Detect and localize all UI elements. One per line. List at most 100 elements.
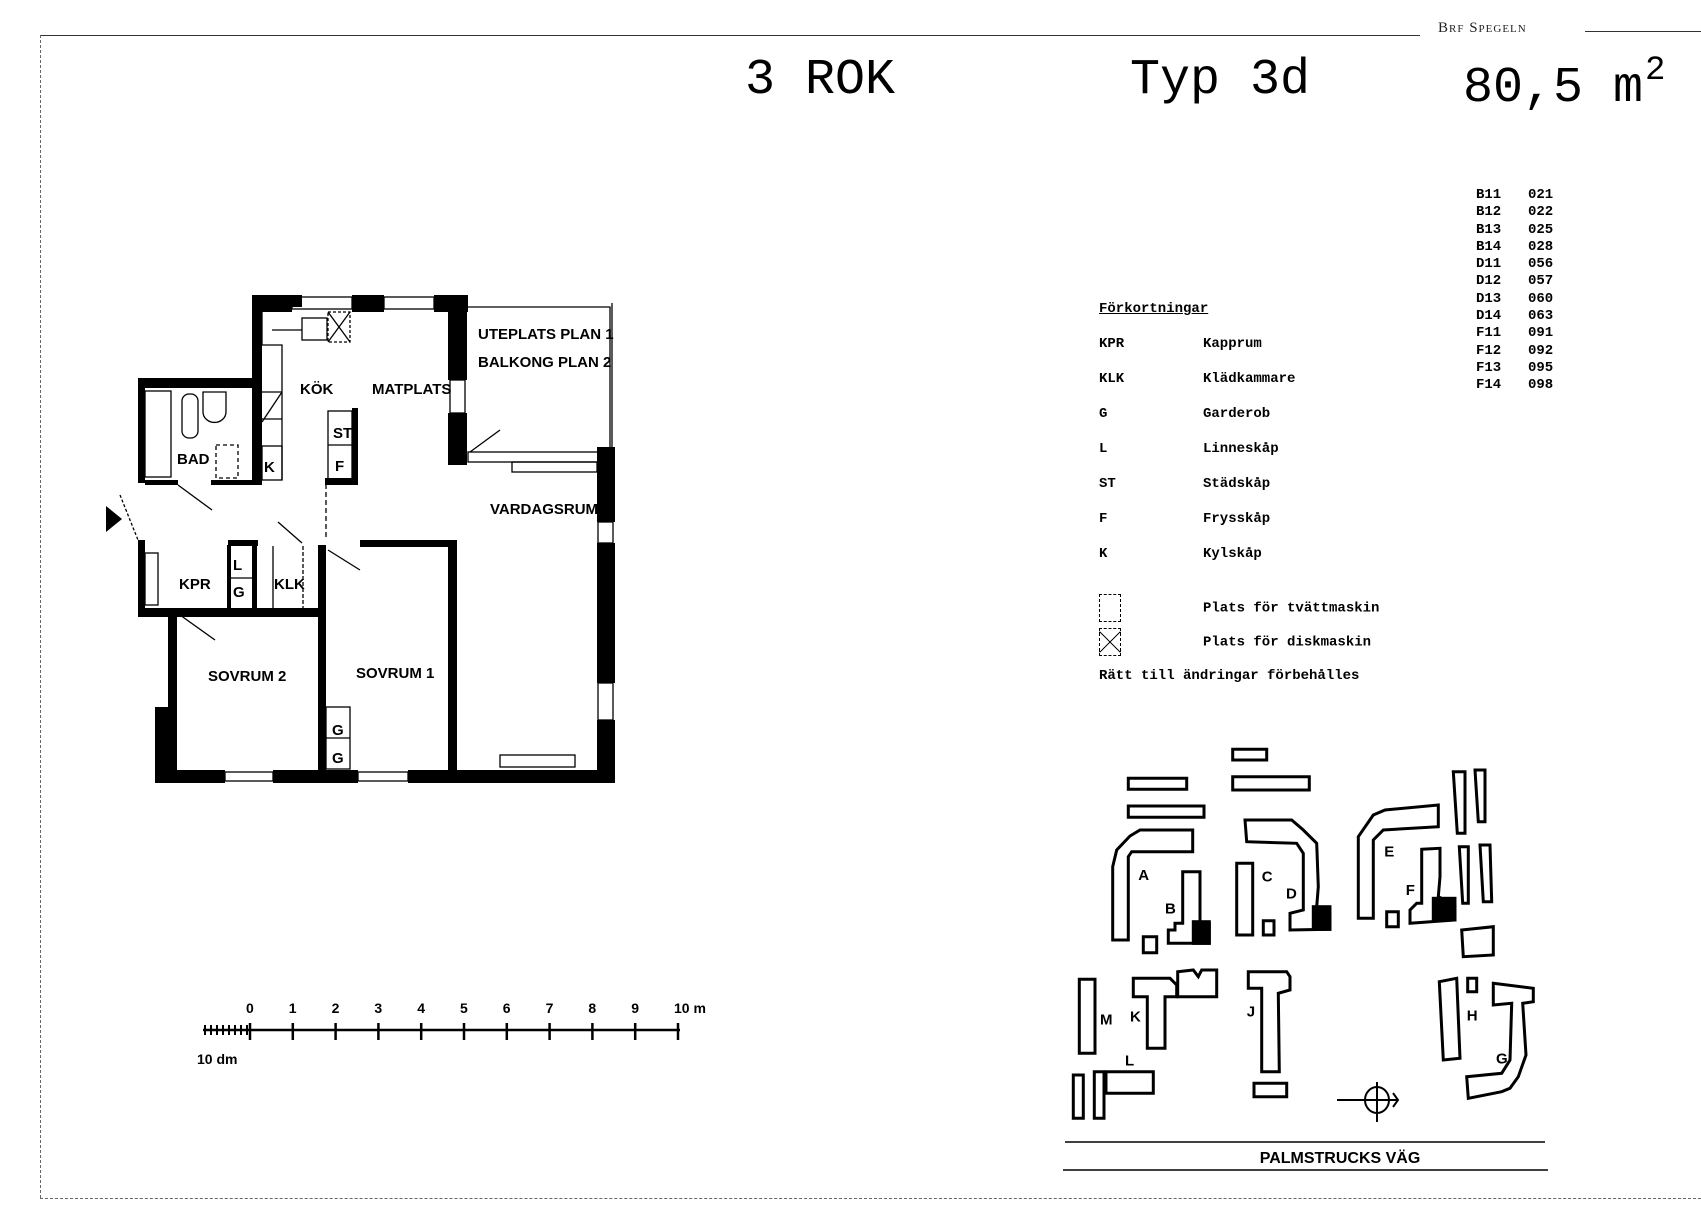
floor-plan-fixtures [119,296,614,782]
room-labels: KÖK MATPLATS UTEPLATS PLAN 1 BALKONG PLA… [177,326,614,767]
scale-tick-label: 10 m [674,1000,706,1016]
legend-abbr: F [1099,511,1108,527]
site-building [1111,828,1195,942]
unit-code-row: B13 025 [1476,222,1553,239]
site-building [1460,925,1495,959]
legend-abbr: KLK [1099,371,1125,387]
unit-code-row: F11 091 [1476,325,1553,342]
building-label-j: J [1247,1004,1255,1021]
unit-building: B11 [1476,187,1502,203]
legend-abbr: L [1099,441,1108,457]
legend-item: KLK Klädkammare [1099,371,1295,387]
floor-plan [138,295,615,783]
building-label-e: E [1384,844,1394,861]
unit-number: 021 [1528,187,1554,203]
unit-building: F13 [1476,359,1502,376]
unit-building: F11 [1476,325,1502,342]
site-building [1071,1073,1085,1120]
building-label-k: K [1130,1009,1141,1026]
unit-number: 028 [1528,238,1554,255]
road-name: PALMSTRUCKS VÄG [1260,1149,1421,1167]
site-building [1126,776,1189,791]
site-building [1252,1081,1289,1099]
label-g: G [332,750,344,767]
legend-meaning: Frysskåp [1203,511,1271,527]
apartment-type: Typ 3d [1130,52,1311,109]
site-building [1235,861,1255,937]
building-label-d: D [1286,885,1297,902]
label-uteplats: UTEPLATS PLAN 1 [478,326,614,343]
site-building [1104,1070,1155,1095]
label-st: ST [333,425,352,442]
frame-top-line-right [1585,31,1701,32]
building-label-h: H [1467,1008,1478,1025]
site-building [1246,970,1292,1074]
highlighted-unit [1311,905,1332,931]
apartment-area: 80,5 m2 [1463,52,1665,117]
site-map [1071,747,1535,1120]
site-building [1261,919,1276,937]
area-value: 80,5 m [1463,60,1644,117]
site-building [1473,768,1487,824]
site-building [1457,845,1470,905]
scale-tick-label: 5 [460,1000,468,1016]
unit-building: B13 [1476,221,1502,238]
site-building [1231,775,1311,792]
label-kpr: KPR [179,576,211,593]
frame-bottom-line [40,1198,1701,1199]
building-label-g: G [1496,1050,1508,1067]
unit-number: 095 [1528,359,1554,376]
label-l: L [233,557,242,574]
site-building [1437,976,1462,1062]
unit-number: 098 [1528,377,1554,394]
site-building [1466,976,1479,994]
north-arrow-icon [1337,1082,1400,1122]
building-label-l: L [1125,1053,1134,1070]
scale-tick-label: 9 [631,1000,639,1016]
scale-tick-label: 3 [374,1000,382,1016]
site-building [1077,977,1097,1055]
dashed-square-icon [1099,594,1121,622]
unit-number: 091 [1528,325,1554,342]
legend-meaning: Klädkammare [1203,371,1296,387]
building-label-m: M [1100,1011,1113,1028]
legend-symbol-dishwasher: Plats för diskmaskin [1099,628,1371,656]
unit-building: D14 [1476,308,1502,325]
legend-item: F Frysskåp [1099,511,1270,527]
legend-meaning: Kylskåp [1203,546,1262,562]
unit-building: B12 [1476,204,1502,221]
legend-symbol-label: Plats för tvättmaskin [1203,600,1380,617]
unit-number: 056 [1528,256,1554,273]
highlighted-unit [1431,896,1457,922]
label-vardagsrum: VARDAGSRUM [490,501,598,518]
scale-tick-label: 8 [588,1000,596,1016]
label-matplats: MATPLATS [372,381,451,398]
site-building [1166,870,1211,945]
scale-tick-label: 7 [546,1000,554,1016]
label-g: G [332,722,344,739]
unit-number: 025 [1528,221,1554,238]
scale-sub-label: 10 dm [197,1051,237,1067]
legend-abbr: KPR [1099,336,1125,352]
unit-code-row: B11 021 [1476,187,1553,204]
label-f: F [335,458,344,475]
scale-tick-label: 1 [289,1000,297,1016]
building-label-c: C [1262,869,1273,886]
unit-number: 092 [1528,342,1554,359]
label-balkong: BALKONG PLAN 2 [478,354,611,371]
building-label-b: B [1165,900,1176,917]
unit-code-row: F13 095 [1476,360,1553,377]
brand-name: Brf Spegeln [1438,20,1527,36]
legend-note: Rätt till ändringar förbehålles [1099,668,1360,684]
label-g: G [233,584,245,601]
legend-abbr: G [1099,406,1108,422]
room-count: 3 ROK [745,52,896,109]
legend-heading: Förkortningar [1099,301,1209,317]
